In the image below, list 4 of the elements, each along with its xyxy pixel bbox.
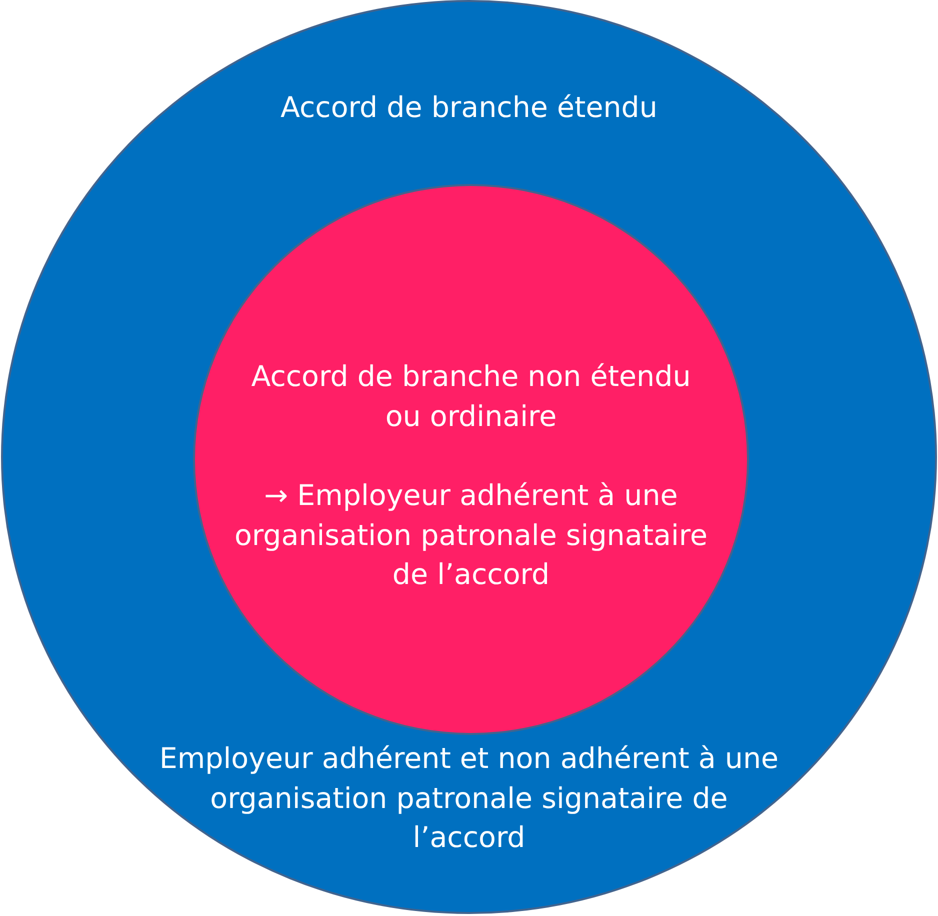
circle-description: → Employeur adhérent à une organisation patronale signataire de l’accord — [233, 478, 709, 594]
circle-title: Accord de branche non étendu ou ordinaire — [250, 359, 692, 435]
circle-title: Accord de branche étendu — [280, 90, 658, 126]
circle-description: Employeur adhérent et non adhérent à une organisation patronale signataire de l’accord — [158, 741, 780, 856]
